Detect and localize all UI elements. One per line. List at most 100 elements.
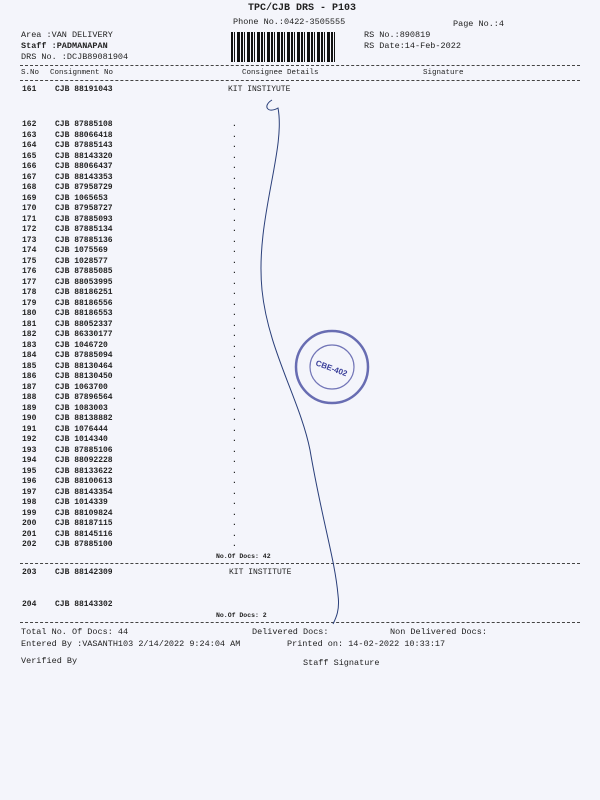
consignment-no: CJB 1076444 [55, 424, 108, 434]
table-row: 192 CJB 1014340. [0, 435, 300, 445]
consignment-no: CJB 1014340 [55, 435, 108, 444]
sno: 187 [22, 382, 37, 392]
consignee-dot: . [232, 424, 237, 434]
consignee-dot: . [232, 351, 237, 360]
sno: 189 [22, 403, 37, 413]
sno: 192 [22, 435, 37, 444]
consignee-dot: . [232, 267, 237, 276]
col-consignee: Consignee Details [242, 69, 319, 77]
sno: 180 [22, 309, 37, 318]
consignment-no: CJB 86330177 [55, 330, 113, 339]
consignment-no: CJB 88142309 [55, 568, 113, 577]
sno: 162 [22, 120, 37, 129]
consignment-no: CJB 1014339 [55, 498, 108, 507]
delivered-docs: Delivered Docs: [252, 627, 329, 637]
sno: 190 [22, 414, 37, 423]
consignee-dot: . [232, 151, 237, 161]
table-row: 194 CJB 88092228. [0, 456, 300, 466]
consignment-no: CJB 87885094 [55, 351, 113, 360]
consignment-no: CJB 88143302 [55, 600, 113, 609]
sno: 182 [22, 330, 37, 339]
phone-number: Phone No.:0422-3505555 [233, 17, 346, 27]
consignment-no: CJB 88130464 [55, 361, 113, 371]
consignment-no: CJB 88187115 [55, 519, 113, 528]
consignment-no: CJB 87958729 [55, 183, 113, 192]
consignee-dot: . [232, 214, 237, 224]
consignee-dot: . [232, 529, 237, 539]
consignee-dot: . [232, 382, 237, 392]
sno: 194 [22, 456, 37, 465]
consignment-no: CJB 88130450 [55, 372, 113, 381]
consignment-no: CJB 87885143 [55, 141, 113, 150]
consignee-dot: . [232, 246, 237, 255]
consignee-dot: . [232, 372, 237, 381]
entered-by: Entered By :VASANTH103 2/14/2022 9:24:04… [21, 639, 241, 649]
consignment-no: CJB 88133622 [55, 466, 113, 476]
area: Area :VAN DELIVERY [21, 30, 113, 40]
barcode [231, 32, 335, 62]
consignee-dot: . [232, 120, 237, 129]
consignee-dot: . [232, 193, 237, 203]
sno: 178 [22, 288, 37, 297]
divider [20, 622, 580, 623]
sno: 165 [22, 151, 37, 161]
consignment-no: CJB 88191043 [55, 85, 113, 94]
consignee-dot: . [232, 487, 237, 497]
consignee-dot: . [232, 340, 237, 350]
consignment-no: CJB 88100613 [55, 477, 113, 486]
sno: 168 [22, 183, 37, 192]
consignment-no: CJB 87885085 [55, 267, 113, 276]
consignment-no: CJB 88092228 [55, 456, 113, 465]
consignee-dot: . [232, 172, 237, 182]
sno: 175 [22, 256, 37, 266]
col-consignment: Consignment No [50, 69, 114, 77]
sno: 196 [22, 477, 37, 486]
consignment-no: CJB 88145116 [55, 529, 113, 539]
consignment-no: CJB 88143353 [55, 172, 113, 182]
consignee-dot: . [232, 466, 237, 476]
consignee-dot: . [232, 256, 237, 266]
rubber-stamp: CBE-402 [294, 329, 370, 405]
consignment-no: CJB 1075569 [55, 246, 108, 255]
sno: 202 [22, 540, 37, 549]
sno: 204 [22, 600, 37, 609]
sno: 179 [22, 298, 37, 308]
document-title: TPC/CJB DRS - P103 [248, 3, 357, 14]
staff-signature-label: Staff Signature [303, 658, 380, 668]
consignee-dot: . [232, 456, 237, 465]
consignee-dot: . [232, 235, 237, 245]
consignment-no: CJB 88066418 [55, 130, 113, 140]
consignee-dot: . [232, 435, 237, 444]
sno: 200 [22, 519, 37, 528]
table-row: 168 CJB 87958729. [0, 183, 300, 193]
consignee-dot: . [232, 414, 237, 423]
consignee-dot: . [232, 298, 237, 308]
drs-number: DRS No. :DCJB89081904 [21, 52, 129, 62]
consignment-no: CJB 1063700 [55, 382, 108, 392]
consignee-dot: . [232, 204, 237, 213]
docs-count: No.Of Docs: 42 [216, 553, 271, 560]
sno: 197 [22, 487, 37, 497]
consignee-dot: . [232, 477, 237, 486]
consignment-no: CJB 87885134 [55, 225, 113, 234]
consignee-dot: . [232, 183, 237, 192]
consignment-no: CJB 87885108 [55, 120, 113, 129]
sno: 170 [22, 204, 37, 213]
consignment-no: CJB 88053995 [55, 277, 113, 287]
sno: 201 [22, 529, 37, 539]
consignee-dot: . [232, 309, 237, 318]
